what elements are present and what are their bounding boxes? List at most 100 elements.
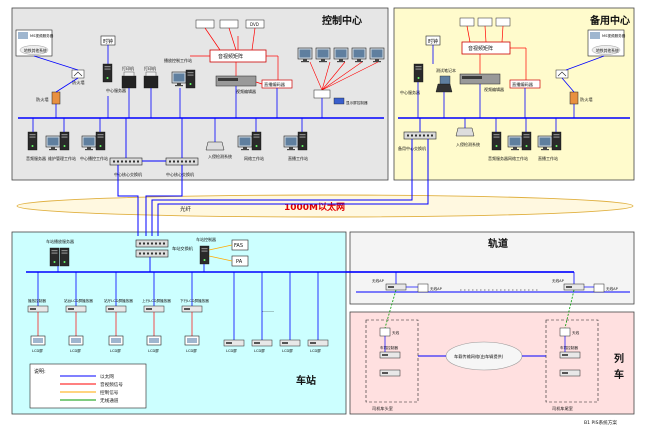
svg-text:音视频信号: 音视频信号: [100, 381, 123, 388]
svg-text:防火墙: 防火墙: [580, 96, 593, 103]
backup-ms-screen: MS视频服务器 地铁其他系统: [587, 29, 626, 57]
train-title-1: 列: [614, 352, 624, 365]
control-core-switch-2: 中心核心交换机: [165, 157, 199, 177]
svg-text:时钟: 时钟: [428, 38, 438, 45]
control-printer-2: 打印机: [143, 65, 159, 89]
svg-text:LCD屏: LCD屏: [254, 349, 265, 353]
station-player-4: 上行LCD屏播放器 LCD屏: [142, 272, 171, 353]
fiber-label: 光纤: [180, 205, 192, 213]
backup-clock: 时钟: [425, 35, 441, 46]
svg-text:中心服务器: 中心服务器: [400, 89, 420, 95]
svg-text:音视频矩阵: 音视频矩阵: [218, 53, 243, 60]
svg-text:车载控制器: 车载控制器: [560, 345, 578, 350]
control-maintenance-ws: 维护管理工作站: [45, 131, 76, 161]
svg-text:DVD: DVD: [250, 22, 259, 27]
svg-text:LCD屏: LCD屏: [32, 349, 43, 353]
svg-text:中心播控工作站: 中心播控工作站: [80, 155, 108, 161]
footer-caption: B1 PIS系统方案: [584, 419, 617, 426]
control-network-ws: 网络工作站: [237, 131, 264, 161]
control-screen-controller: 显示屏控制器: [313, 89, 368, 105]
control-center-zone: [11, 7, 389, 181]
svg-text:车载控制器: 车载控制器: [380, 345, 398, 350]
svg-text:视频编辑器: 视频编辑器: [236, 88, 256, 94]
svg-text:防火墙: 防火墙: [36, 96, 49, 103]
svg-text:控制信号: 控制信号: [100, 389, 119, 396]
svg-text:无线AP: 无线AP: [372, 278, 385, 283]
svg-text:站厅LCD屏播放器: 站厅LCD屏播放器: [104, 298, 133, 303]
svg-text:音频服务器: 音频服务器: [488, 155, 508, 161]
svg-text:FAS: FAS: [234, 243, 243, 249]
svg-text:天线: 天线: [572, 330, 580, 335]
svg-text:MS视频服务器: MS视频服务器: [602, 33, 626, 38]
backup-ids: 入侵检测系统: [455, 127, 480, 147]
control-center-server: 中心服务器: [102, 63, 126, 93]
station-player-3: 站厅LCD屏播放器 LCD屏: [104, 272, 133, 353]
svg-text:车站播放服务器: 车站播放服务器: [46, 238, 74, 244]
backup-live-ws: 直播工作站: [537, 131, 562, 161]
backup-audio-server: 音频服务器: [488, 131, 508, 161]
control-router: 防火墙: [71, 69, 85, 86]
svg-text:网络工作站: 网络工作站: [508, 155, 528, 161]
station-switch: 车站交换机: [135, 239, 194, 258]
svg-text:音频服务器: 音频服务器: [26, 155, 46, 161]
svg-text:测试笔记本: 测试笔记本: [436, 67, 456, 73]
track-ap-1: 无线AP: [372, 278, 407, 291]
control-ids: 入侵检测系统: [205, 141, 232, 159]
svg-text:网络工作站: 网络工作站: [244, 155, 264, 161]
svg-text:PA: PA: [236, 259, 243, 265]
svg-text:以太网: 以太网: [100, 373, 114, 380]
control-broadcast-ws: 中心播控工作站: [80, 131, 108, 161]
train-unit-1: 车载控制器: [379, 345, 401, 377]
track-ap-2: 无线AP: [552, 278, 585, 291]
control-sources: DVD: [195, 19, 265, 29]
svg-text:无线通道: 无线通道: [100, 397, 119, 404]
svg-text:车站交换机: 车站交换机: [172, 245, 194, 252]
backup-live-encoder: 直播编码器: [509, 79, 541, 89]
control-live-encoder: 直播编码器: [261, 79, 293, 89]
svg-text:LCD屏: LCD屏: [186, 349, 197, 353]
backup-router: [555, 69, 569, 79]
svg-text:天线: 天线: [392, 330, 400, 335]
svg-text:地铁其他系统: 地铁其他系统: [24, 48, 47, 53]
svg-text:维护管理工作站: 维护管理工作站: [48, 155, 76, 161]
backup-network-ws: 网络工作站: [507, 131, 532, 161]
svg-text:直播编码器: 直播编码器: [512, 81, 534, 88]
backup-center-server: 中心服务器: [400, 63, 424, 95]
station-title: 车站: [296, 374, 316, 387]
svg-text:入侵检测系统: 入侵检测系统: [456, 141, 480, 147]
backup-sources: [459, 17, 511, 27]
svg-text:无线AP: 无线AP: [430, 286, 443, 291]
control-audio-server: 音频服务器: [26, 131, 46, 161]
svg-text:无线AP: 无线AP: [552, 278, 565, 283]
svg-text:播放控制工作站: 播放控制工作站: [164, 57, 192, 63]
backup-av-matrix: 音视频矩阵: [461, 41, 511, 55]
svg-text:防火墙: 防火墙: [72, 79, 85, 86]
svg-text:中心服务器: 中心服务器: [106, 87, 126, 93]
svg-text:上行LCD屏播放器: 上行LCD屏播放器: [142, 298, 171, 303]
train-title-2: 车: [614, 368, 624, 381]
control-ms-screen: MS视频服务器 地铁其他系统: [15, 29, 54, 57]
svg-text:时钟: 时钟: [103, 38, 113, 45]
station-fas: FAS: [231, 239, 249, 251]
svg-text:入侵检测系统: 入侵检测系统: [208, 153, 232, 159]
svg-text:中心核心交换机: 中心核心交换机: [166, 171, 194, 177]
svg-text:下行LCD屏播放器: 下行LCD屏播放器: [180, 298, 209, 303]
svg-text:打印机: 打印机: [122, 65, 134, 71]
svg-text:LCD屏: LCD屏: [110, 349, 121, 353]
svg-text:直播工作站: 直播工作站: [288, 155, 308, 161]
track-ap-2b: 无线AP: [593, 283, 619, 293]
station-player-1: 播放控制器 LCD屏: [27, 272, 49, 353]
svg-text:播放控制器: 播放控制器: [28, 298, 46, 303]
station-extra-screens: LCD屏 LCD屏 LCD屏 LCD屏: [223, 272, 329, 353]
backup-center-title: 备用中心: [589, 14, 630, 27]
station-controller: 车站控制器: [196, 236, 216, 265]
station-ellipsis: ……: [262, 307, 274, 314]
svg-text:LCD屏: LCD屏: [282, 349, 293, 353]
track-title: 轨道: [488, 237, 508, 250]
control-clock: 时钟: [100, 35, 116, 46]
train-unit-2: 车载控制器: [559, 345, 581, 377]
legend: 说明: 以太网 音视频信号 控制信号 无线通道: [29, 363, 147, 409]
svg-text:音视频矩阵: 音视频矩阵: [468, 45, 493, 52]
station-player-5: 下行LCD屏播放器 LCD屏: [180, 272, 209, 353]
